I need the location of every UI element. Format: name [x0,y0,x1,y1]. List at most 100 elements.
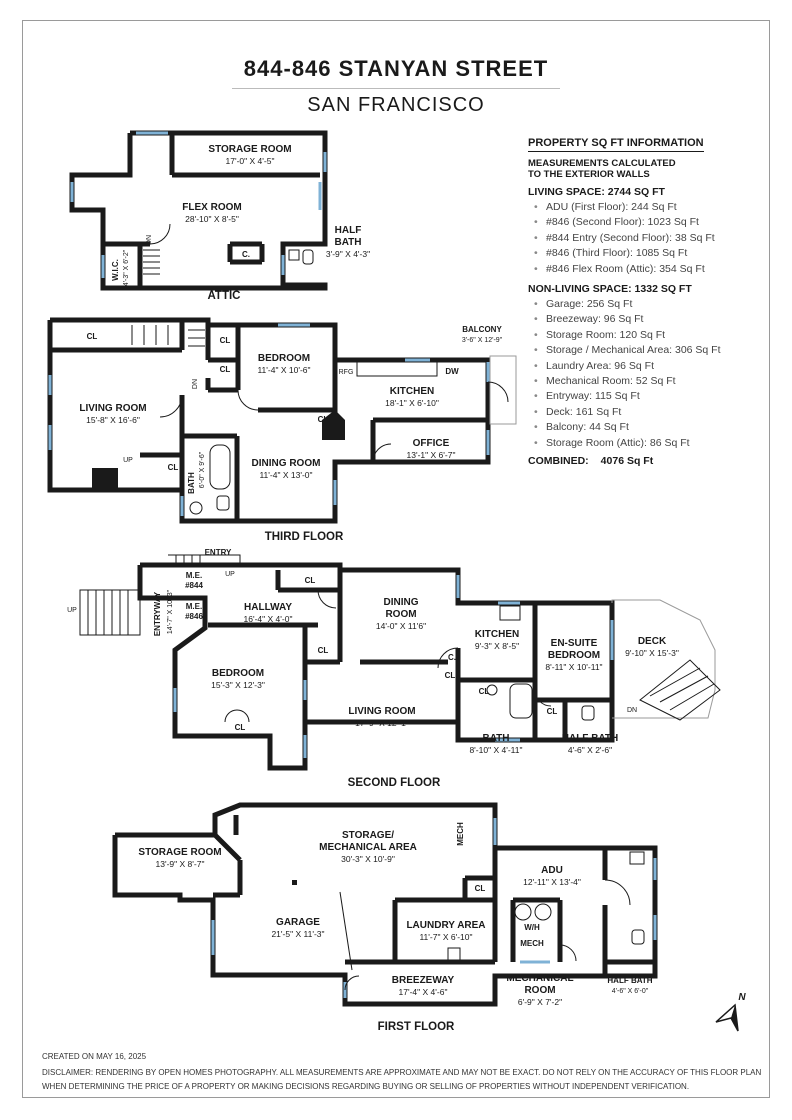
first-floor-door-swing [604,879,631,906]
room-name: FLEX ROOM [182,202,241,213]
garage-slope-line [339,891,353,971]
room-name: HALF BATH [607,976,652,985]
room-dimensions: 14'-7" X 10'-3" [167,589,174,634]
room-dimensions: 18'-1" X 6'-10" [385,398,439,408]
room-dimensions: 6'-9" X 7'-2" [518,997,562,1007]
room-name: OFFICE [413,438,450,449]
room-name: HALF BATH [562,733,618,744]
stairs-down-label: DN [146,235,153,245]
room-dimensions: 8'-11" X 10'-11" [545,662,602,672]
first-floor-plan: STORAGE ROOM 13'-9" X 8'-7" STORAGE/ MEC… [112,802,658,1033]
room-dimensions: 16'-4" X 4'-0" [244,614,293,624]
room-dimensions: 3'-9" X 4'-3" [326,249,370,259]
column-icon [292,880,297,885]
room-name: ROOM [524,985,555,996]
list-item: #846 Flex Room (Attic): 354 Sq Ft [528,262,768,278]
attic-plan: STORAGE ROOM 17'-0" X 4'-5" FLEX ROOM 28… [69,130,370,302]
room-name: BREEZEWAY [392,975,455,986]
bathtub-icon [509,683,533,719]
room-dimensions: 17'-9" X 12'-1" [355,718,409,728]
closet-label: CL [318,415,329,424]
room-name: GARAGE [276,917,320,928]
room-dimensions: 21'-5" X 11'-3" [271,929,324,939]
room-name: ROOM [385,609,416,620]
created-date: CREATED ON MAY 16, 2025 [42,1052,147,1061]
sqft-note: MEASUREMENTS CALCULATED TO THE EXTERIOR … [528,158,768,180]
third-floor-door-swing [237,389,259,411]
floor-label-second: SECOND FLOOR [348,777,441,789]
room-name: BALCONY [462,325,502,334]
sink-icon [189,501,203,515]
sqft-note-line: MEASUREMENTS CALCULATED [528,158,676,169]
closet-label: CL [220,365,231,374]
chimney-icon [322,410,345,440]
page-subtitle: SAN FRANCISCO [307,94,485,116]
room-name: DINING ROOM [252,458,321,469]
list-item: ADU (First Floor): 244 Sq Ft [528,200,768,216]
first-floor-wall [112,802,658,1007]
room-name: STORAGE ROOM [138,847,221,858]
room-name: LAUNDRY AREA [406,920,485,931]
room-dimensions: 4'-6" X 2'-6" [568,745,612,755]
list-item: Storage Room (Attic): 86 Sq Ft [528,436,768,452]
north-arrow-icon [731,1005,738,1031]
living-space-title: LIVING SPACE: 2744 SQ FT [528,186,665,198]
room-name: BEDROOM [548,650,600,661]
room-dimensions: 28'-10" X 8'-5" [185,214,239,224]
stairs-up-label: UP [67,607,77,614]
list-item: Garage: 256 Sq Ft [528,297,768,313]
room-dimensions: 9'-10" X 15'-3" [625,648,679,658]
room-name: MECHANICAL AREA [319,842,417,853]
room-name: STORAGE/ [342,830,394,841]
third-floor-stairs [131,325,205,347]
room-dimensions: 11'-4" X 13'-0" [259,470,312,480]
furnace-icon [534,903,552,921]
room-name: HALLWAY [244,602,292,613]
room-name: BEDROOM [212,668,264,679]
toilet-icon [302,249,314,265]
second-floor-plan: ENTRY ENTRYWAY 14'-7" X 10'-3" M.E. #844… [67,548,721,789]
sqft-note-line: TO THE EXTERIOR WALLS [528,169,650,180]
room-name: MECHANICAL [506,973,573,984]
fireplace-icon [92,468,118,490]
list-item: #846 (Third Floor): 1085 Sq Ft [528,246,768,262]
room-dimensions: 14'-0" X 11'6" [376,621,426,631]
room-dimensions: 30'-3" X 10'-9" [341,854,395,864]
entry-stairs [79,589,141,636]
room-name: BATH [187,472,196,494]
closet-label: C. [242,250,250,259]
closet-label: CL [220,336,231,345]
room-dimensions: 8'-10" X 4'-11" [469,745,522,755]
room-dimensions: 11'-7" X 6'-10" [419,932,472,942]
room-dimensions: 3'-6" X 12'-9" [462,337,503,344]
water-heater-icon [514,903,532,921]
list-item: Breezeway: 96 Sq Ft [528,312,768,328]
room-dimensions: 17'-0" X 4'-5" [226,156,275,166]
north-arrow: N [715,992,746,1032]
attic-wall [69,130,328,291]
sink-icon [486,684,498,696]
list-item: Mechanical Room: 52 Sq Ft [528,374,768,390]
sink-icon [629,851,645,865]
room-name: STORAGE ROOM [208,144,291,155]
combined-label: COMBINED: [528,455,589,468]
room-name: HALF [335,225,362,236]
room-name: DINING [384,597,419,608]
room-name: M.E. [186,571,202,580]
closet-label: CL [479,687,490,696]
room-dimensions: 11'-4" X 10'-6" [257,365,310,375]
list-item: Balcony: 44 Sq Ft [528,420,768,436]
room-name: EN-SUITE [551,638,598,649]
bathtub-icon [209,444,231,490]
room-dimensions: 6'-0" X 9'-6" [199,451,206,488]
list-item: Entryway: 115 Sq Ft [528,389,768,405]
deck-outline [611,599,716,719]
sqft-info-panel: PROPERTY SQ FT INFORMATION MEASUREMENTS … [528,137,768,467]
closet-label: CL [87,332,98,341]
floor-label-attic: ATTIC [207,290,240,302]
room-name: LIVING ROOM [348,706,415,717]
stairs-up-label: UP [123,457,133,464]
title-divider [232,88,560,89]
closet-label: C. [448,653,456,662]
second-floor-door-swing [534,689,552,707]
